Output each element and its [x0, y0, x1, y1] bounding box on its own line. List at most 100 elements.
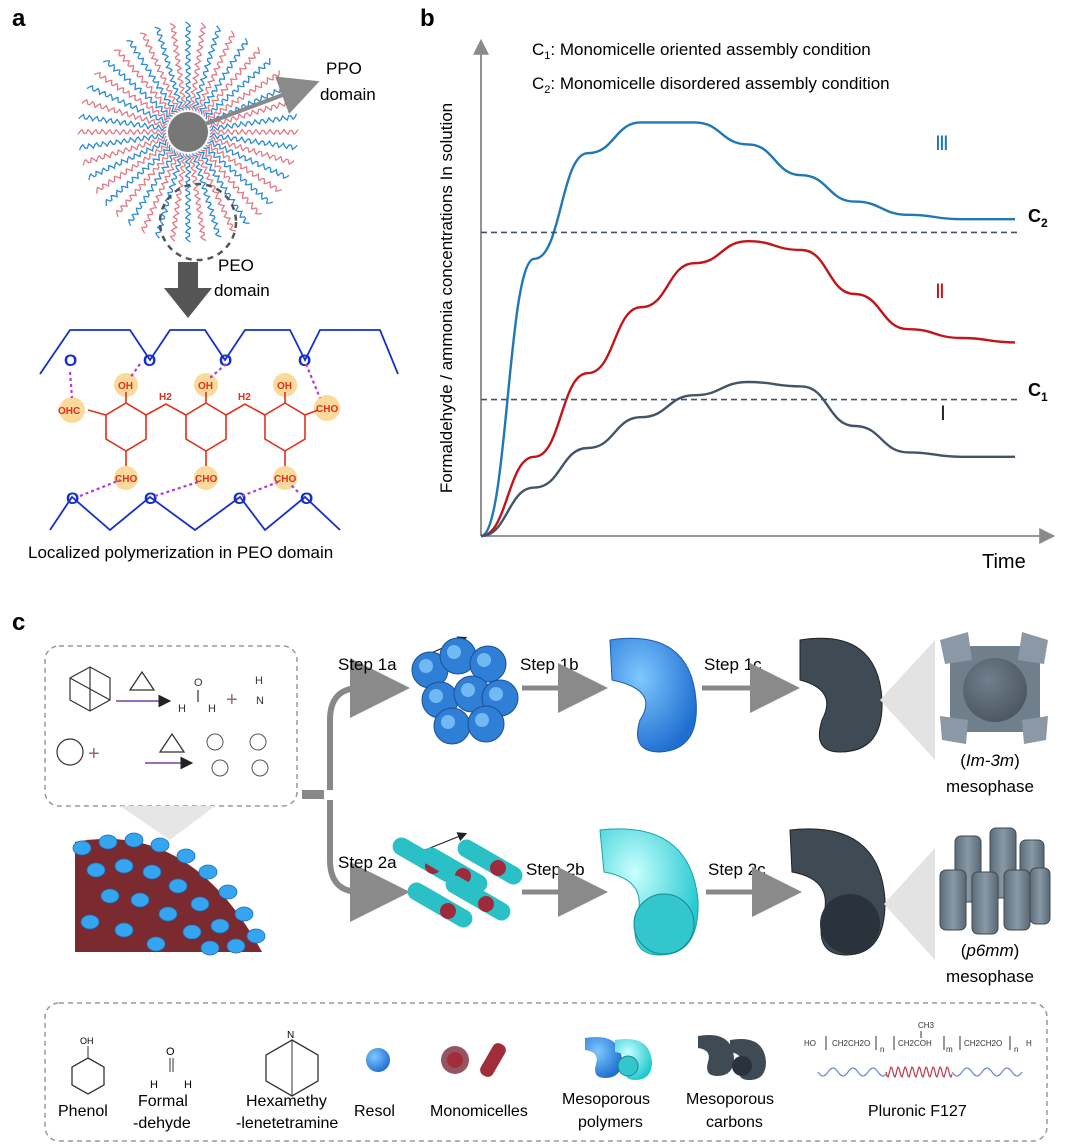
micelle-chain	[88, 138, 168, 181]
legend-resol: Resol	[354, 1048, 395, 1120]
micelle-chain	[184, 21, 192, 111]
micelle-chain	[86, 85, 169, 125]
micelle-chain	[207, 70, 280, 123]
resol-bead	[98, 834, 118, 850]
oxygen-atom: O	[298, 351, 311, 370]
series-line-1	[480, 121, 1015, 538]
micelle-chain	[126, 40, 179, 113]
resol-bead	[86, 862, 106, 878]
monomicelle-highlight	[475, 713, 489, 727]
legend-monomicelles-label: Monomicelles	[430, 1103, 528, 1120]
micelle-chain	[188, 153, 207, 242]
legend-hexa-line2: -lenetetramine	[236, 1115, 338, 1132]
oxygen-atom: O	[219, 351, 232, 370]
ammonia-n: N	[256, 695, 264, 707]
resol-bead	[114, 858, 134, 874]
legend-formal-line1: Formal	[138, 1093, 188, 1110]
f127-chain-red	[885, 1066, 953, 1078]
legend-c2-text: : Monomicelle disordered assembly condit…	[550, 74, 889, 93]
resol-bead	[100, 888, 120, 904]
legend-c1-sub: 1	[544, 50, 550, 62]
micelle-chain	[184, 153, 192, 243]
micelle-chain	[103, 60, 173, 118]
resol-bead	[114, 922, 134, 938]
micelle-chain	[169, 22, 188, 111]
reaction-plus: +	[88, 743, 100, 765]
f127-seg2: CH2COH	[898, 1039, 932, 1048]
micelle-chain	[93, 72, 171, 122]
p6mm-mesophase: mesophase	[946, 967, 1034, 986]
micelle-chain	[77, 128, 167, 136]
legend-formaldehyde: O H H Formal -dehyde	[133, 1046, 192, 1132]
peo-chain-top	[39, 329, 399, 375]
resol-oligomer-small	[206, 733, 269, 777]
ppo-label-line2: domain	[320, 85, 376, 104]
series-line-2	[480, 239, 1016, 538]
legend-hexa-line1: Hexamethy	[246, 1093, 327, 1110]
cylindrical-monomicelle	[457, 839, 523, 885]
micelle-chain	[209, 113, 298, 132]
legend-mesoporous-carbons: Mesoporous carbons	[686, 1034, 774, 1131]
panel-c-label: c	[12, 609, 25, 636]
resol-micelle-closeup	[72, 832, 266, 956]
formaldehyde-o: O	[194, 677, 203, 689]
monomicelle-highlight	[429, 689, 443, 703]
legend-mc-line1: Mesoporous	[686, 1091, 774, 1108]
micelle-chain	[169, 153, 188, 242]
legend-formaldehyde-h: H	[150, 1079, 158, 1091]
branch-arrow-down	[327, 800, 410, 922]
micelle-chain	[205, 142, 283, 192]
micelle-chain	[194, 152, 237, 232]
oxygen-atom: O	[144, 489, 157, 508]
micelle-chain	[198, 37, 248, 115]
reaction-box	[44, 645, 298, 807]
legend-c1-letter: C	[532, 40, 544, 59]
series-label-1: Ⅲ	[935, 133, 949, 155]
f127-formula: HO CH2CH2O n CH2COH CH3 m CH2CH2O n H	[804, 1021, 1032, 1054]
oxygen-atom: O	[143, 351, 156, 370]
threshold-c2-label: C2	[1028, 206, 1048, 230]
monomicelle-core	[478, 896, 494, 912]
legend-pluronic: HO CH2CH2O n CH2COH CH3 m CH2CH2O n H Pl…	[804, 1021, 1032, 1120]
connector-dash	[302, 790, 324, 799]
step-2c-label: Step 2c	[708, 860, 766, 879]
f127-m: m	[946, 1045, 953, 1054]
phenol-oh: OH	[80, 1036, 94, 1046]
f127-ho: HO	[804, 1039, 816, 1048]
micelle-chain	[209, 128, 299, 136]
step-2a-label: Step 2a	[338, 853, 397, 872]
im3m-symbol: Im-3m	[966, 751, 1014, 770]
resol-bead	[150, 837, 170, 853]
cho-label: CHO	[115, 474, 137, 485]
micelle-chain	[154, 152, 185, 239]
resol-bead	[72, 840, 92, 856]
polymer-2-cross-section	[633, 893, 695, 955]
micelle-chain	[154, 26, 185, 111]
micelle-chain	[128, 149, 178, 227]
series-line-3	[480, 380, 1015, 538]
micelle-chain	[203, 146, 273, 204]
threshold-c2-letter: C	[1028, 206, 1041, 226]
micelle-chain	[81, 98, 168, 129]
ohc-label: OHC	[58, 406, 80, 417]
resol-bead	[190, 896, 210, 912]
ppo-core	[168, 112, 208, 152]
step-2b-label: Step 2b	[526, 860, 585, 879]
resol-bead	[246, 928, 266, 944]
oxygen-atom: O	[64, 351, 77, 370]
h2-label: H2	[159, 392, 172, 403]
monomicelle-core	[440, 903, 456, 919]
x-axis-label: Time	[982, 551, 1026, 573]
legend-formaldehyde-h: H	[184, 1079, 192, 1091]
threshold-c1-label: C1	[1028, 380, 1048, 404]
p6mm-label: (p6mm)	[961, 941, 1020, 960]
micelle-chain	[191, 153, 222, 238]
micelle-illustration	[77, 21, 299, 243]
oh-label: OH	[118, 381, 133, 392]
hexamine-structure	[69, 666, 111, 712]
mesoporous-polymer-1	[609, 637, 697, 753]
micelle-chain	[82, 135, 167, 166]
panel-c: c O H H + N H + Step 1a Step 1b Step 1c	[12, 609, 1051, 1142]
peo-chain-bottom	[49, 495, 341, 532]
